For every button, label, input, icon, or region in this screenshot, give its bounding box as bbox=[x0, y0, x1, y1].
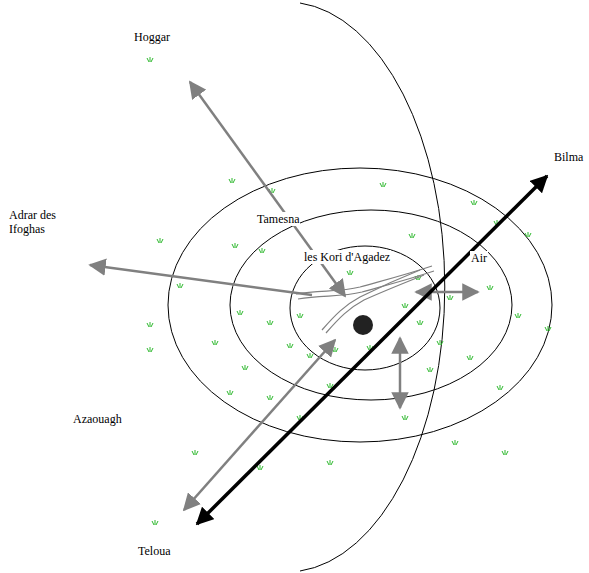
movement-arrows bbox=[90, 82, 478, 510]
zone-outlines bbox=[168, 3, 552, 571]
inner-zone bbox=[290, 246, 440, 370]
place-label: Adrar des Ifoghas bbox=[8, 208, 76, 236]
place-label: Hoggar bbox=[133, 30, 171, 44]
main-axis-arrow bbox=[197, 176, 547, 524]
outer-zone bbox=[168, 168, 552, 442]
place-label: les Kori d'Agadez bbox=[303, 250, 391, 264]
place-label: Air bbox=[470, 251, 488, 265]
place-label: Teloua bbox=[137, 544, 171, 558]
place-label: Tamesna bbox=[256, 212, 300, 226]
northern-arc bbox=[300, 3, 445, 571]
grass-tufts bbox=[147, 57, 551, 525]
agadez-dot bbox=[353, 315, 373, 335]
place-label: Bilma bbox=[553, 150, 584, 164]
middle-zone bbox=[230, 210, 512, 400]
place-label: Azaouagh bbox=[72, 412, 123, 426]
